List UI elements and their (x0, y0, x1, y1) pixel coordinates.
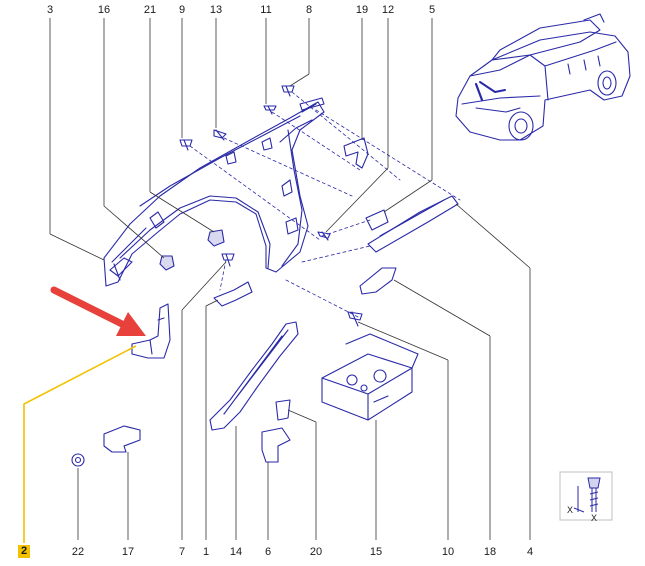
bracket-17 (103, 425, 141, 453)
bracket-1 (213, 281, 253, 307)
callout-20[interactable]: 20 (309, 546, 323, 558)
callout-8[interactable]: 8 (305, 4, 313, 16)
hardware-box-15 (321, 333, 419, 421)
red-arrow-icon (50, 286, 146, 336)
callout-19[interactable]: 19 (355, 4, 369, 16)
callout-22[interactable]: 22 (71, 546, 85, 558)
callout-11[interactable]: 11 (260, 4, 272, 16)
callout-10[interactable]: 10 (441, 546, 455, 558)
callout-7[interactable]: 7 (178, 546, 186, 558)
callout-3[interactable]: 3 (46, 4, 54, 16)
callout-15[interactable]: 15 (369, 546, 383, 558)
leader-lines (49, 18, 531, 540)
callout-4[interactable]: 4 (526, 546, 534, 558)
legend-mark-x1: X (566, 505, 573, 515)
callout-6[interactable]: 6 (264, 546, 272, 558)
fastener-screws (159, 85, 363, 327)
bracket-18 (359, 267, 397, 295)
bolt-torque-icon (559, 471, 613, 521)
clip-20 (275, 399, 291, 421)
bracket-2 (131, 303, 171, 359)
highlight-leader (23, 345, 137, 543)
trim-strip-4 (367, 195, 459, 253)
callout-12[interactable]: 12 (381, 4, 395, 16)
callout-17[interactable]: 17 (121, 546, 135, 558)
callout-9[interactable]: 9 (178, 4, 186, 16)
callout-2-highlighted[interactable]: 2 (18, 545, 30, 558)
callout-13[interactable]: 13 (209, 4, 223, 16)
callout-16[interactable]: 16 (97, 4, 111, 16)
hatchback-car-icon (455, 13, 631, 141)
bracket-19 (343, 137, 369, 169)
clip-22 (71, 453, 85, 467)
bracket-6 (261, 427, 291, 463)
clip-12 (365, 209, 389, 231)
callout-14[interactable]: 14 (229, 546, 243, 558)
brace-14 (209, 321, 299, 431)
callout-5[interactable]: 5 (428, 4, 436, 16)
callout-21[interactable]: 21 (143, 4, 157, 16)
fender-assembly (103, 97, 325, 287)
callout-18[interactable]: 18 (483, 546, 497, 558)
callout-1[interactable]: 1 (202, 546, 210, 558)
legend-mark-x2: X (590, 513, 597, 523)
